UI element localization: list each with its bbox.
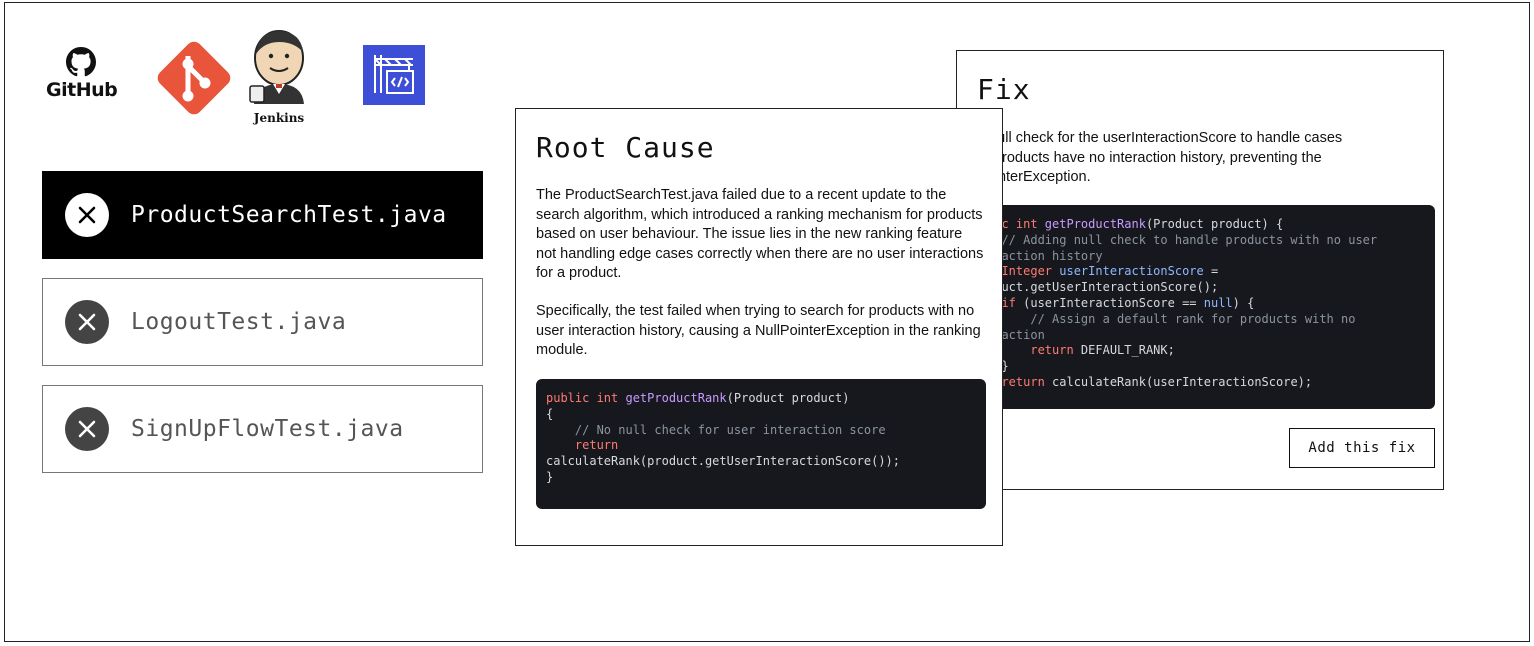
root-cause-code-block: public int getProductRank(Product produc… <box>536 379 986 509</box>
code-line: oduct.getUserInteractionScore(); <box>987 280 1219 295</box>
code-line: calculateRank(product.getUserInteraction… <box>546 454 901 469</box>
root-cause-paragraph-2: Specifically, the test failed when tryin… <box>536 303 981 358</box>
test-name: LogoutTest.java <box>131 309 347 335</box>
root-cause-panel: Root Cause The ProductSearchTest.java fa… <box>515 108 1003 546</box>
test-item-signupflow[interactable]: SignUpFlowTest.java <box>42 385 483 473</box>
git-logo <box>150 34 238 122</box>
fix-description: a null check for the userInteractionScor… <box>977 129 1417 188</box>
code-token: (Product product) { <box>1145 217 1284 231</box>
code-token: return <box>987 374 1053 389</box>
code-token: public int <box>546 391 626 405</box>
fix-panel: Fix a null check for the userInteraction… <box>956 50 1444 490</box>
fix-description-line: a null check for the userInteractionScor… <box>977 130 1343 146</box>
github-icon <box>66 47 96 77</box>
code-token: return <box>987 343 1081 358</box>
code-token: null <box>1203 295 1233 310</box>
add-fix-button[interactable]: Add this fix <box>1289 428 1435 468</box>
github-wordmark: GitHub <box>46 79 118 101</box>
fail-x-icon <box>65 407 109 451</box>
fix-title: Fix <box>977 73 1031 106</box>
code-token: ) { <box>1232 295 1255 310</box>
test-name: SignUpFlowTest.java <box>131 416 404 442</box>
code-token: if <box>987 295 1024 310</box>
jenkins-wordmark: Jenkins <box>253 111 305 125</box>
code-token: (userInteractionScore == <box>1023 295 1204 310</box>
github-logo: GitHub <box>46 46 118 110</box>
fail-x-icon <box>65 193 109 237</box>
code-token: Integer <box>987 264 1060 279</box>
fix-description-line: re products have no interaction history,… <box>977 149 1322 166</box>
code-comment: // No null check for user interaction sc… <box>546 422 886 437</box>
git-icon <box>157 41 231 115</box>
cloud-build-logo <box>363 45 425 105</box>
jenkins-icon <box>249 30 304 104</box>
code-token: calculateRank(userInteractionScore); <box>1052 374 1313 389</box>
code-comment: // Adding null check to handle products … <box>987 232 1378 247</box>
code-comment: // Assign a default rank for products wi… <box>987 311 1356 326</box>
code-token: getProductRank <box>625 391 727 405</box>
test-name: ProductSearchTest.java <box>131 202 447 228</box>
test-item-productsearch[interactable]: ProductSearchTest.java <box>42 171 483 259</box>
root-cause-title: Root Cause <box>536 131 715 164</box>
jenkins-logo: Jenkins <box>246 28 312 125</box>
test-item-logout[interactable]: LogoutTest.java <box>42 278 483 366</box>
fix-description-line: PointerException. <box>977 169 1091 185</box>
root-cause-paragraph-1: The ProductSearchTest.java failed due to… <box>536 187 984 281</box>
code-comment: eraction history <box>987 248 1103 263</box>
code-token: DEFAULT_RANK; <box>1080 343 1175 358</box>
code-line: } <box>1001 359 1009 374</box>
code-token: return <box>546 438 619 453</box>
code-token: = <box>1203 264 1219 279</box>
fix-code-block: lic int getProductRank(Product product) … <box>977 205 1435 409</box>
code-token: userInteractionScore <box>1059 264 1204 279</box>
cloud-build-icon <box>374 55 414 94</box>
fail-x-icon <box>65 300 109 344</box>
code-line: { <box>546 406 554 421</box>
code-line: } <box>546 469 554 484</box>
code-token: getProductRank <box>1044 217 1146 231</box>
code-token: (Product product) <box>726 391 850 405</box>
